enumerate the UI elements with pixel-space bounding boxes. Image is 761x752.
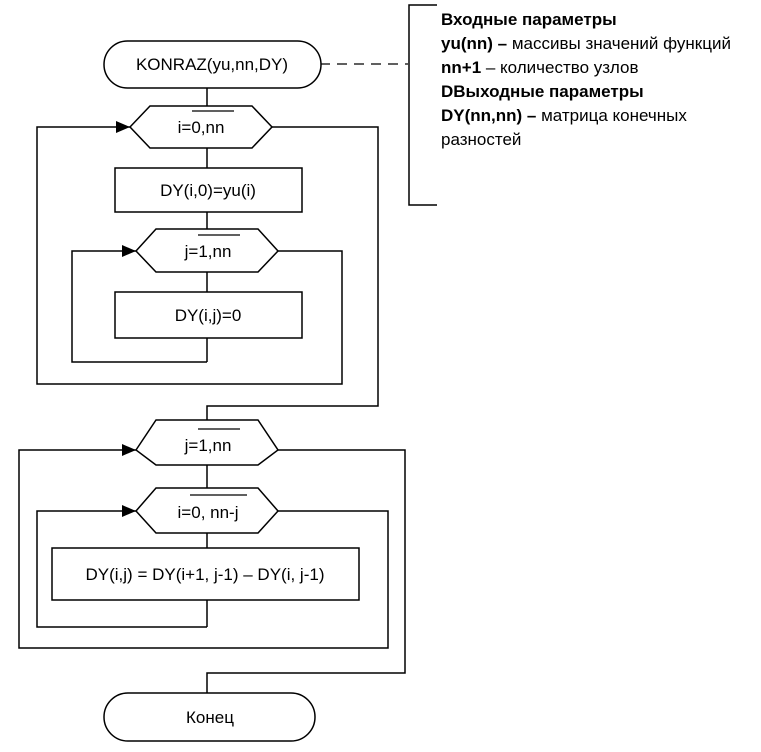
assign-dy-ij-zero-label: DY(i,j)=0 (175, 306, 242, 325)
yu-param-desc: массивы значений функций (507, 34, 731, 53)
assign-dy-ij-zero-box: DY(i,j)=0 (114, 291, 303, 339)
svg-text:i=0,nn: i=0,nn (178, 118, 225, 137)
assign-difference-label: DY(i,j) = DY(i+1, j-1) – DY(i, j-1) (86, 565, 325, 584)
end-label: Конец (186, 708, 234, 727)
loop-j-prefix: j= (184, 242, 199, 261)
dy-param-term: DY(nn,nn) – (441, 106, 537, 125)
yu-param-line: yu(nn) – массивы значений функций (441, 32, 759, 56)
start-terminator: KONRAZ(yu,nn,DY) (103, 40, 322, 89)
nn-param-term: nn+1 (441, 58, 482, 77)
assign-dy-i0-box: DY(i,0)=yu(i) (114, 167, 303, 213)
loop-j2-prefix: j= (184, 436, 199, 455)
arrowhead-loop-i2 (122, 505, 136, 517)
start-label: KONRAZ(yu,nn,DY) (136, 55, 288, 74)
arrowheads (116, 121, 136, 517)
svg-text:i=0, nn-j: i=0, nn-j (178, 503, 239, 522)
nn-param-desc: – количество узлов (481, 58, 639, 77)
connector-lines (18, 88, 406, 693)
nn-param-line: nn+1 – количество узлов (441, 56, 759, 80)
arrowhead-loop-j2 (122, 444, 136, 456)
svg-text:j=1,nn: j=1,nn (184, 436, 232, 455)
arrowhead-loop-i (116, 121, 130, 133)
loop-i2-hexagon: i=0, nn-j (134, 487, 280, 534)
dy-param-line: DY(nn,nn) – матрица конечных разностей (441, 104, 759, 152)
loop-i-prefix: i= (178, 118, 192, 137)
assign-difference-box: DY(i,j) = DY(i+1, j-1) – DY(i, j-1) (51, 547, 360, 601)
loop-i2-range: 0, nn-j (191, 503, 238, 522)
loop-j2-hexagon: j=1,nn (134, 419, 280, 466)
loop-i-range: 0,nn (191, 118, 224, 137)
output-params-heading: DВыходные параметры (441, 82, 644, 101)
loop-i2-prefix: i= (178, 503, 192, 522)
dy-param-desc: матрица конечных разностей (441, 106, 687, 149)
loop-j-range: 1,nn (198, 242, 231, 261)
svg-text:j=1,nn: j=1,nn (184, 242, 232, 261)
annotation-bracket (408, 4, 437, 206)
parameters-annotation: Входные параметры yu(nn) – массивы значе… (441, 8, 759, 152)
input-params-heading: Входные параметры (441, 10, 617, 29)
arrowhead-loop-j (122, 245, 136, 257)
loop-j-hexagon: j=1,nn (134, 228, 280, 273)
yu-param-term: yu(nn) – (441, 34, 508, 53)
loop-i-hexagon: i=0,nn (128, 105, 274, 149)
assign-dy-i0-label: DY(i,0)=yu(i) (160, 181, 256, 200)
end-terminator: Конец (103, 692, 316, 742)
loop-j2-range: 1,nn (198, 436, 231, 455)
